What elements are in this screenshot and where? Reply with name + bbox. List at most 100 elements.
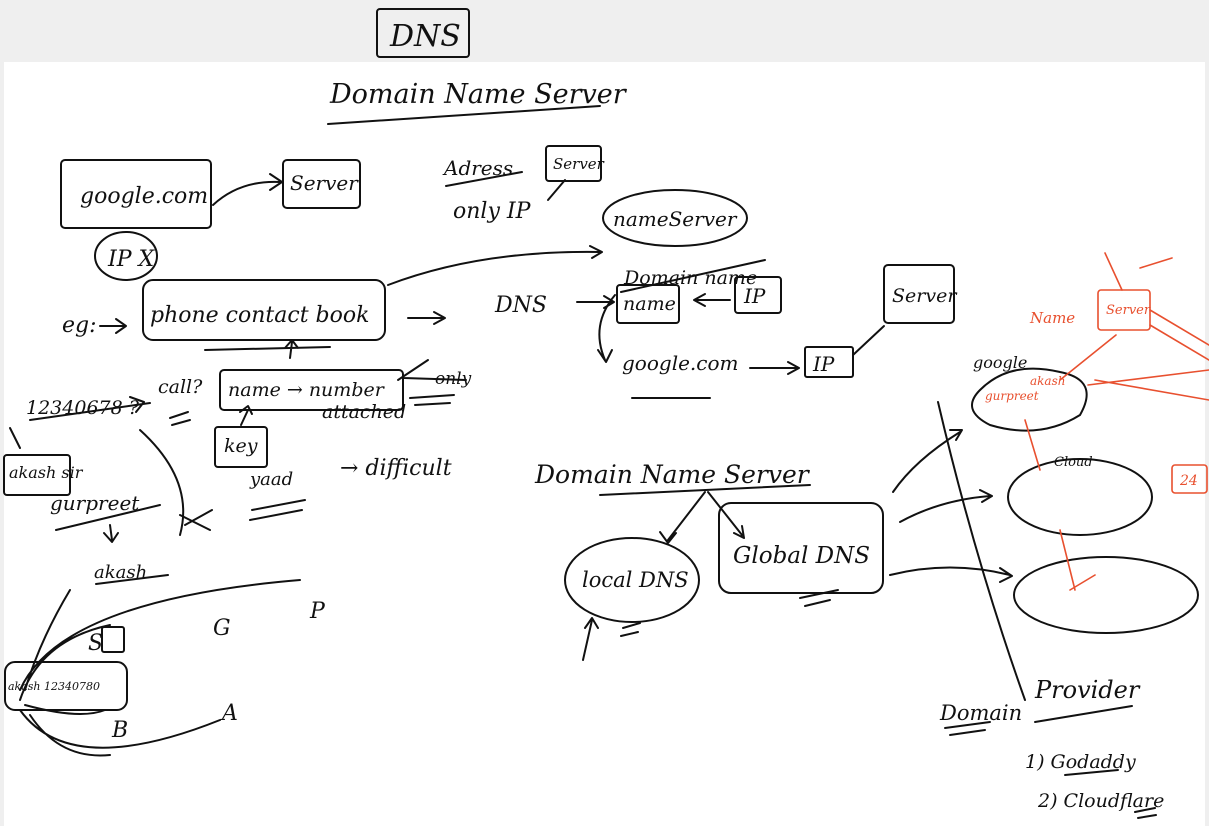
p-text: P	[309, 599, 326, 624]
google-box	[60, 159, 212, 229]
local-dns-ellipse	[564, 537, 700, 623]
google2-text: google.com	[622, 351, 738, 375]
global-dns-text: Global DNS	[733, 543, 870, 569]
domain-provider-left: Domain	[939, 701, 1022, 725]
number-underline	[9, 396, 151, 449]
b-text: B	[111, 718, 128, 743]
yaad-text: yaad	[249, 469, 293, 490]
ip-to-name-arrow	[693, 293, 731, 307]
cloud3	[1013, 556, 1199, 634]
heading-text: Domain Name Server	[329, 79, 628, 110]
domain-underline	[944, 721, 991, 736]
to-nameserver-arrow	[387, 245, 603, 286]
dns-tree-title: Domain Name Server	[534, 460, 811, 489]
server-right-box	[883, 264, 955, 324]
provider1-text: 1) Godaddy	[1025, 751, 1136, 773]
arrow-to-google-cloud	[892, 429, 963, 493]
local-dns-text: local DNS	[582, 568, 689, 592]
domain-provider-right: Provider	[1034, 676, 1141, 704]
name-number-box	[219, 369, 404, 411]
domain-name-underline	[620, 259, 766, 293]
name-number-text: name → number	[228, 379, 386, 401]
whiteboard-canvas	[4, 62, 1205, 826]
book-to-dns-arrow	[407, 311, 446, 325]
eg-text: eg:	[62, 313, 97, 338]
global-dns-mark	[799, 589, 839, 607]
provider2-underline	[1134, 807, 1157, 819]
provider-underline	[1034, 705, 1133, 723]
local-dns-mark	[582, 617, 641, 661]
dns-mid-text: DNS	[494, 293, 547, 318]
call-text: call?	[158, 376, 203, 398]
server-box	[282, 159, 361, 209]
server-right-text: Server	[892, 285, 958, 307]
nameserver-text: nameServer	[613, 207, 738, 231]
ip-ellipse	[94, 231, 158, 281]
yaad-underline	[249, 499, 306, 521]
red-server-text: Server	[1106, 303, 1151, 318]
key-text: key	[224, 435, 258, 457]
phone-book-text: phone contact book	[150, 303, 369, 328]
red-akash: akash	[1030, 374, 1065, 388]
title-text: DNS	[389, 19, 461, 54]
strike-arrow	[397, 359, 467, 381]
google-text: google.com	[80, 184, 208, 209]
ip-to-server-arrow	[547, 179, 566, 201]
address-underline	[445, 171, 523, 187]
ip-box2	[804, 346, 854, 378]
server-small-box	[545, 145, 602, 182]
dns-to-name-arrow	[576, 295, 615, 309]
attached-underline	[409, 394, 455, 406]
akash-text: akash	[94, 562, 147, 583]
difficult-text: → difficult	[340, 456, 452, 481]
dns-tree-underline	[599, 484, 811, 496]
google3-text: google	[973, 353, 1027, 372]
s-text: S	[88, 631, 103, 656]
call-mark	[169, 411, 191, 426]
cloud2	[1007, 458, 1153, 536]
cloud-text: Cloud	[1054, 455, 1093, 470]
arrow-to-cloud3	[889, 566, 1013, 583]
red-name-text: Name	[1029, 309, 1075, 327]
relation-curves	[19, 579, 301, 757]
red-box-text: 24	[1179, 473, 1198, 489]
s-box	[101, 626, 125, 653]
name-box-text: name	[623, 293, 676, 315]
red-gurpreet: gurpreet	[985, 389, 1039, 403]
eg-arrow	[99, 318, 127, 334]
phone-book-underline	[204, 339, 331, 359]
server-small-text: Server	[553, 155, 605, 173]
curve-up	[139, 429, 213, 536]
tree-branch	[659, 491, 745, 544]
a-text: A	[220, 701, 238, 726]
google-to-server-arrow	[212, 173, 283, 206]
akash-sir-text: akash sir	[9, 463, 84, 482]
number-text: 12340678 ?	[26, 397, 140, 419]
global-dns-box	[718, 502, 884, 594]
title-box	[376, 8, 470, 58]
only-text: only	[435, 369, 472, 389]
gurpreet-text: gurpreet	[50, 491, 140, 515]
server-text: Server	[290, 171, 359, 195]
key-box	[214, 426, 268, 468]
ip-box	[734, 276, 782, 314]
g-text: G	[213, 616, 231, 641]
akash-num-text: akash 12340780	[8, 680, 100, 693]
name-box	[616, 284, 680, 324]
phone-book-box	[142, 279, 386, 341]
google2-to-ip-arrow	[749, 361, 800, 375]
akash-sir-box	[3, 454, 71, 496]
akash-num-box	[4, 661, 128, 711]
key-arrow	[239, 405, 253, 426]
ip-text: IP X	[107, 247, 155, 272]
provider2-text: 2) Cloudflare	[1037, 790, 1164, 812]
red-lines	[1024, 252, 1209, 591]
red-box	[1171, 464, 1208, 494]
ip-box2-text: IP	[812, 352, 835, 376]
arrow-to-cloud2	[899, 489, 993, 523]
ip-to-server-line	[852, 325, 885, 356]
nameserver-ellipse	[602, 189, 748, 247]
name-down-arrow	[597, 294, 616, 363]
google-cloud	[971, 367, 1088, 432]
